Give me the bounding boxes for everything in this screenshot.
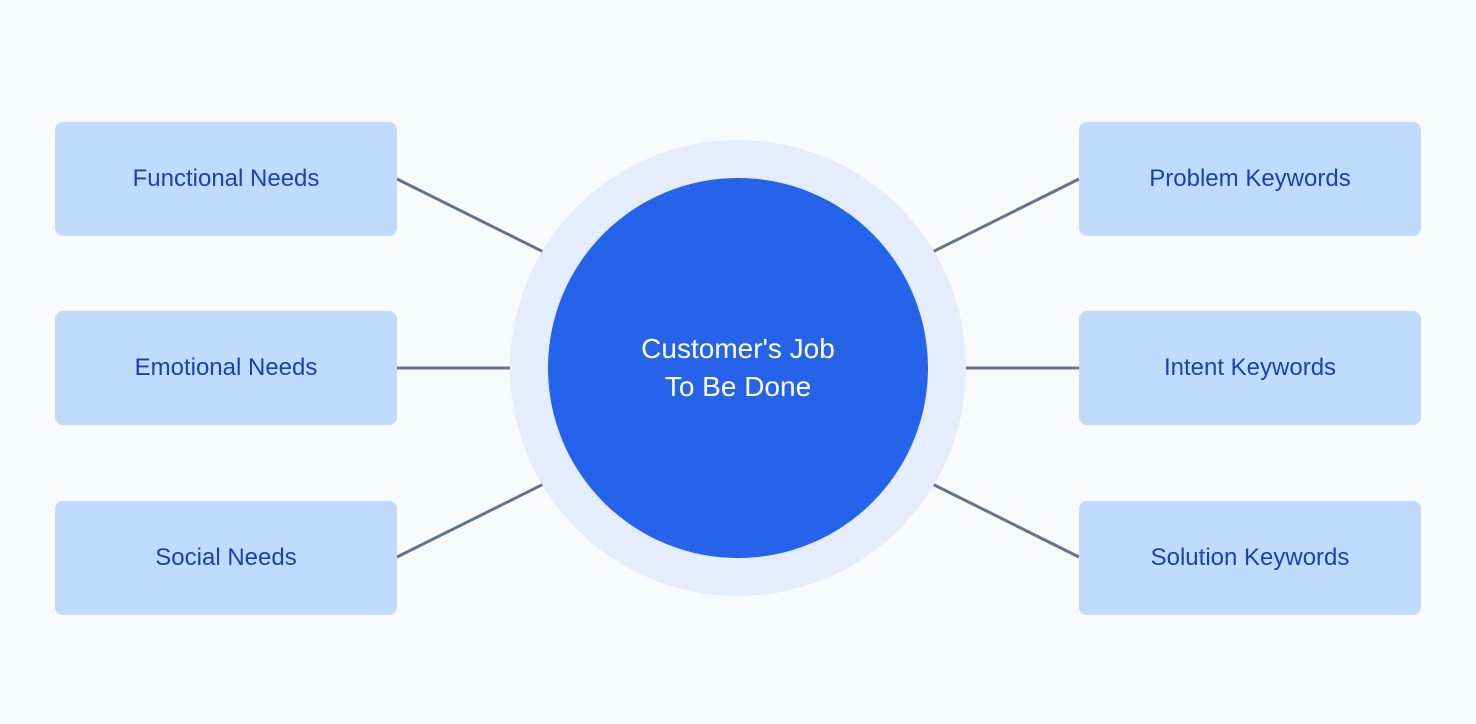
node-social-needs: Social Needs bbox=[55, 501, 397, 615]
node-solution-keywords: Solution Keywords bbox=[1079, 501, 1421, 615]
node-label: Emotional Needs bbox=[134, 354, 318, 381]
node-label: Intent Keywords bbox=[1163, 354, 1337, 381]
node-label: Functional Needs bbox=[132, 165, 320, 192]
center-title-line-1: Customer's Job bbox=[641, 333, 835, 364]
node-label: Solution Keywords bbox=[1150, 544, 1350, 571]
center-title-line-2: To Be Done bbox=[664, 371, 812, 402]
node-problem-keywords: Problem Keywords bbox=[1079, 122, 1421, 236]
node-intent-keywords: Intent Keywords bbox=[1079, 311, 1421, 425]
node-label: Problem Keywords bbox=[1149, 165, 1351, 192]
node-functional-needs: Functional Needs bbox=[55, 122, 397, 236]
node-emotional-needs: Emotional Needs bbox=[55, 311, 397, 425]
center-circle: Customer's Job To Be Done bbox=[548, 178, 928, 558]
node-label: Social Needs bbox=[155, 544, 297, 571]
